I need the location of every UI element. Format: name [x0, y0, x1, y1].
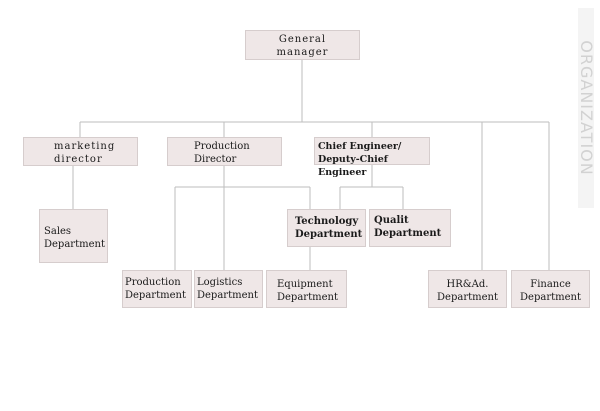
technology-department-line-2: Department — [295, 229, 363, 240]
sidebar-label: ORGANIZATION — [577, 40, 596, 176]
marketing-director-line-1: marketing — [54, 141, 116, 152]
technology-department-line-1: Technology — [295, 216, 359, 227]
marketing-director-line-2: director — [54, 154, 103, 165]
logistics-department-line-1: Logistics — [197, 277, 243, 288]
finance-department-box: Finance Department — [511, 270, 590, 308]
quality-department-line-2: Department — [374, 228, 442, 239]
production-director-box: Production Director — [167, 137, 282, 166]
hr-admin-department-line-2: Department — [437, 292, 498, 303]
general-manager-box: General manager — [245, 30, 360, 60]
sales-department-line-1: Sales — [44, 226, 72, 237]
equipment-department-box: Equipment Department — [266, 270, 347, 308]
equipment-department-line-2: Department — [277, 292, 338, 303]
logistics-department-box: Logistics Department — [194, 270, 263, 308]
finance-department-line-1: Finance — [530, 279, 571, 290]
hr-admin-department-box: HR&Ad. Department — [428, 270, 507, 308]
equipment-department-line-1: Equipment — [277, 279, 333, 290]
chief-engineer-line-1: Chief Engineer/ — [318, 141, 402, 152]
production-director-line-1: Production — [194, 141, 250, 152]
production-department-line-2: Department — [125, 290, 186, 301]
general-manager-line-1: General — [278, 34, 327, 45]
chief-engineer-box: Chief Engineer/ Deputy-Chief Engineer — [314, 137, 430, 178]
chief-engineer-line-2: Deputy-Chief Engineer — [318, 154, 388, 178]
production-department-box: Production Department — [122, 270, 192, 308]
general-manager-line-2: manager — [276, 47, 329, 58]
logistics-department-line-2: Department — [197, 290, 258, 301]
sales-department-line-2: Department — [44, 239, 105, 250]
sales-department-box: Sales Department — [39, 209, 108, 263]
production-department-line-1: Production — [125, 277, 181, 288]
hr-admin-department-line-1: HR&Ad. — [446, 279, 489, 290]
sidebar-strip — [578, 8, 594, 208]
finance-department-line-2: Department — [520, 292, 581, 303]
quality-department-line-1: Qualit — [374, 215, 409, 226]
marketing-director-box: marketing director — [23, 137, 138, 166]
technology-department-box: Technology Department — [287, 209, 366, 247]
production-director-line-2: Director — [194, 154, 237, 165]
quality-department-box: Qualit Department — [369, 209, 451, 247]
